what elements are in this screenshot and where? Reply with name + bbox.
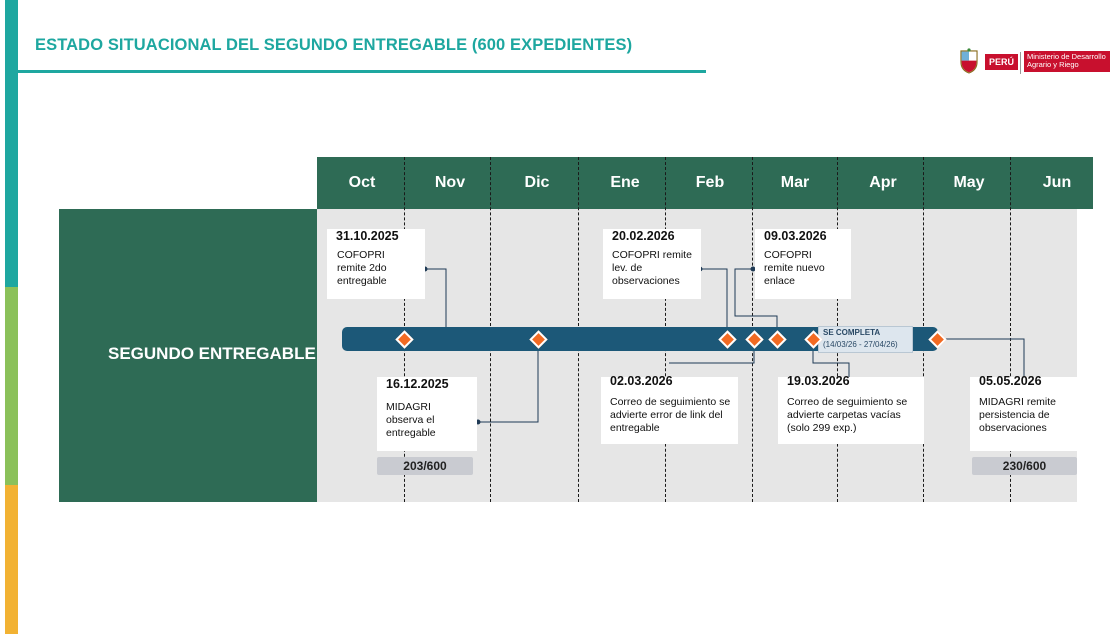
event-date: 19.03.2026 bbox=[787, 374, 850, 388]
ministry-name: Ministerio de Desarrollo Agrario y Riego bbox=[1024, 51, 1110, 72]
month-nov: Nov bbox=[434, 174, 466, 191]
month-jun: Jun bbox=[1042, 174, 1072, 191]
coat-of-arms-icon bbox=[960, 48, 978, 74]
event-description: Correo de seguimiento se advierte carpet… bbox=[787, 396, 908, 434]
title-underline bbox=[18, 70, 706, 73]
month-ene: Ene bbox=[610, 174, 640, 191]
completion-range: (14/03/26 - 27/04/26) bbox=[823, 340, 898, 349]
month-feb: Feb bbox=[695, 174, 725, 191]
event-date: 20.02.2026 bbox=[612, 229, 675, 243]
progress-counter: 203/600 bbox=[377, 457, 473, 475]
accent-band-orange bbox=[5, 485, 18, 634]
month-dic: Dic bbox=[524, 174, 550, 191]
month-mar: Mar bbox=[780, 174, 810, 191]
event-card bbox=[601, 377, 738, 444]
logo-divider bbox=[1020, 52, 1021, 74]
month-oct: Oct bbox=[348, 174, 376, 191]
event-date: 05.05.2026 bbox=[979, 374, 1042, 388]
event-card bbox=[970, 377, 1077, 451]
event-card bbox=[377, 377, 477, 451]
event-date: 16.12.2025 bbox=[386, 377, 449, 391]
event-date: 31.10.2025 bbox=[336, 229, 399, 243]
completion-period bbox=[818, 326, 913, 353]
month-may: May bbox=[953, 174, 985, 191]
event-description: MIDAGRI observa el entregable bbox=[386, 401, 436, 439]
event-card bbox=[778, 377, 924, 444]
progress-counter: 230/600 bbox=[972, 457, 1077, 475]
month-header: Oct Nov Dic Ene Feb Mar Apr May Jun bbox=[317, 157, 1093, 209]
month-apr: Apr bbox=[869, 174, 897, 191]
event-description: COFOPRI remite nuevo enlace bbox=[764, 249, 825, 287]
accent-band-teal bbox=[5, 0, 18, 287]
event-card bbox=[327, 229, 425, 299]
event-description: MIDAGRI remite persistencia de observaci… bbox=[979, 396, 1057, 434]
event-date: 02.03.2026 bbox=[610, 374, 673, 388]
lane-label: SEGUNDO ENTREGABLE bbox=[108, 344, 316, 363]
lane-label-panel bbox=[59, 209, 317, 502]
event-card bbox=[603, 229, 701, 299]
event-description: COFOPRI remite 2do entregable bbox=[337, 249, 387, 287]
event-card bbox=[755, 229, 851, 299]
page-title: ESTADO SITUACIONAL DEL SEGUNDO ENTREGABL… bbox=[35, 36, 633, 54]
accent-band-green bbox=[5, 287, 18, 485]
event-description: COFOPRI remite lev. de observaciones bbox=[612, 249, 692, 287]
month-divider bbox=[1010, 157, 1011, 502]
completion-title: SE COMPLETA bbox=[823, 328, 881, 337]
peru-wordmark: PERÚ bbox=[985, 54, 1019, 70]
event-description: Correo de seguimiento se advierte error … bbox=[610, 396, 731, 434]
event-date: 09.03.2026 bbox=[764, 229, 827, 243]
